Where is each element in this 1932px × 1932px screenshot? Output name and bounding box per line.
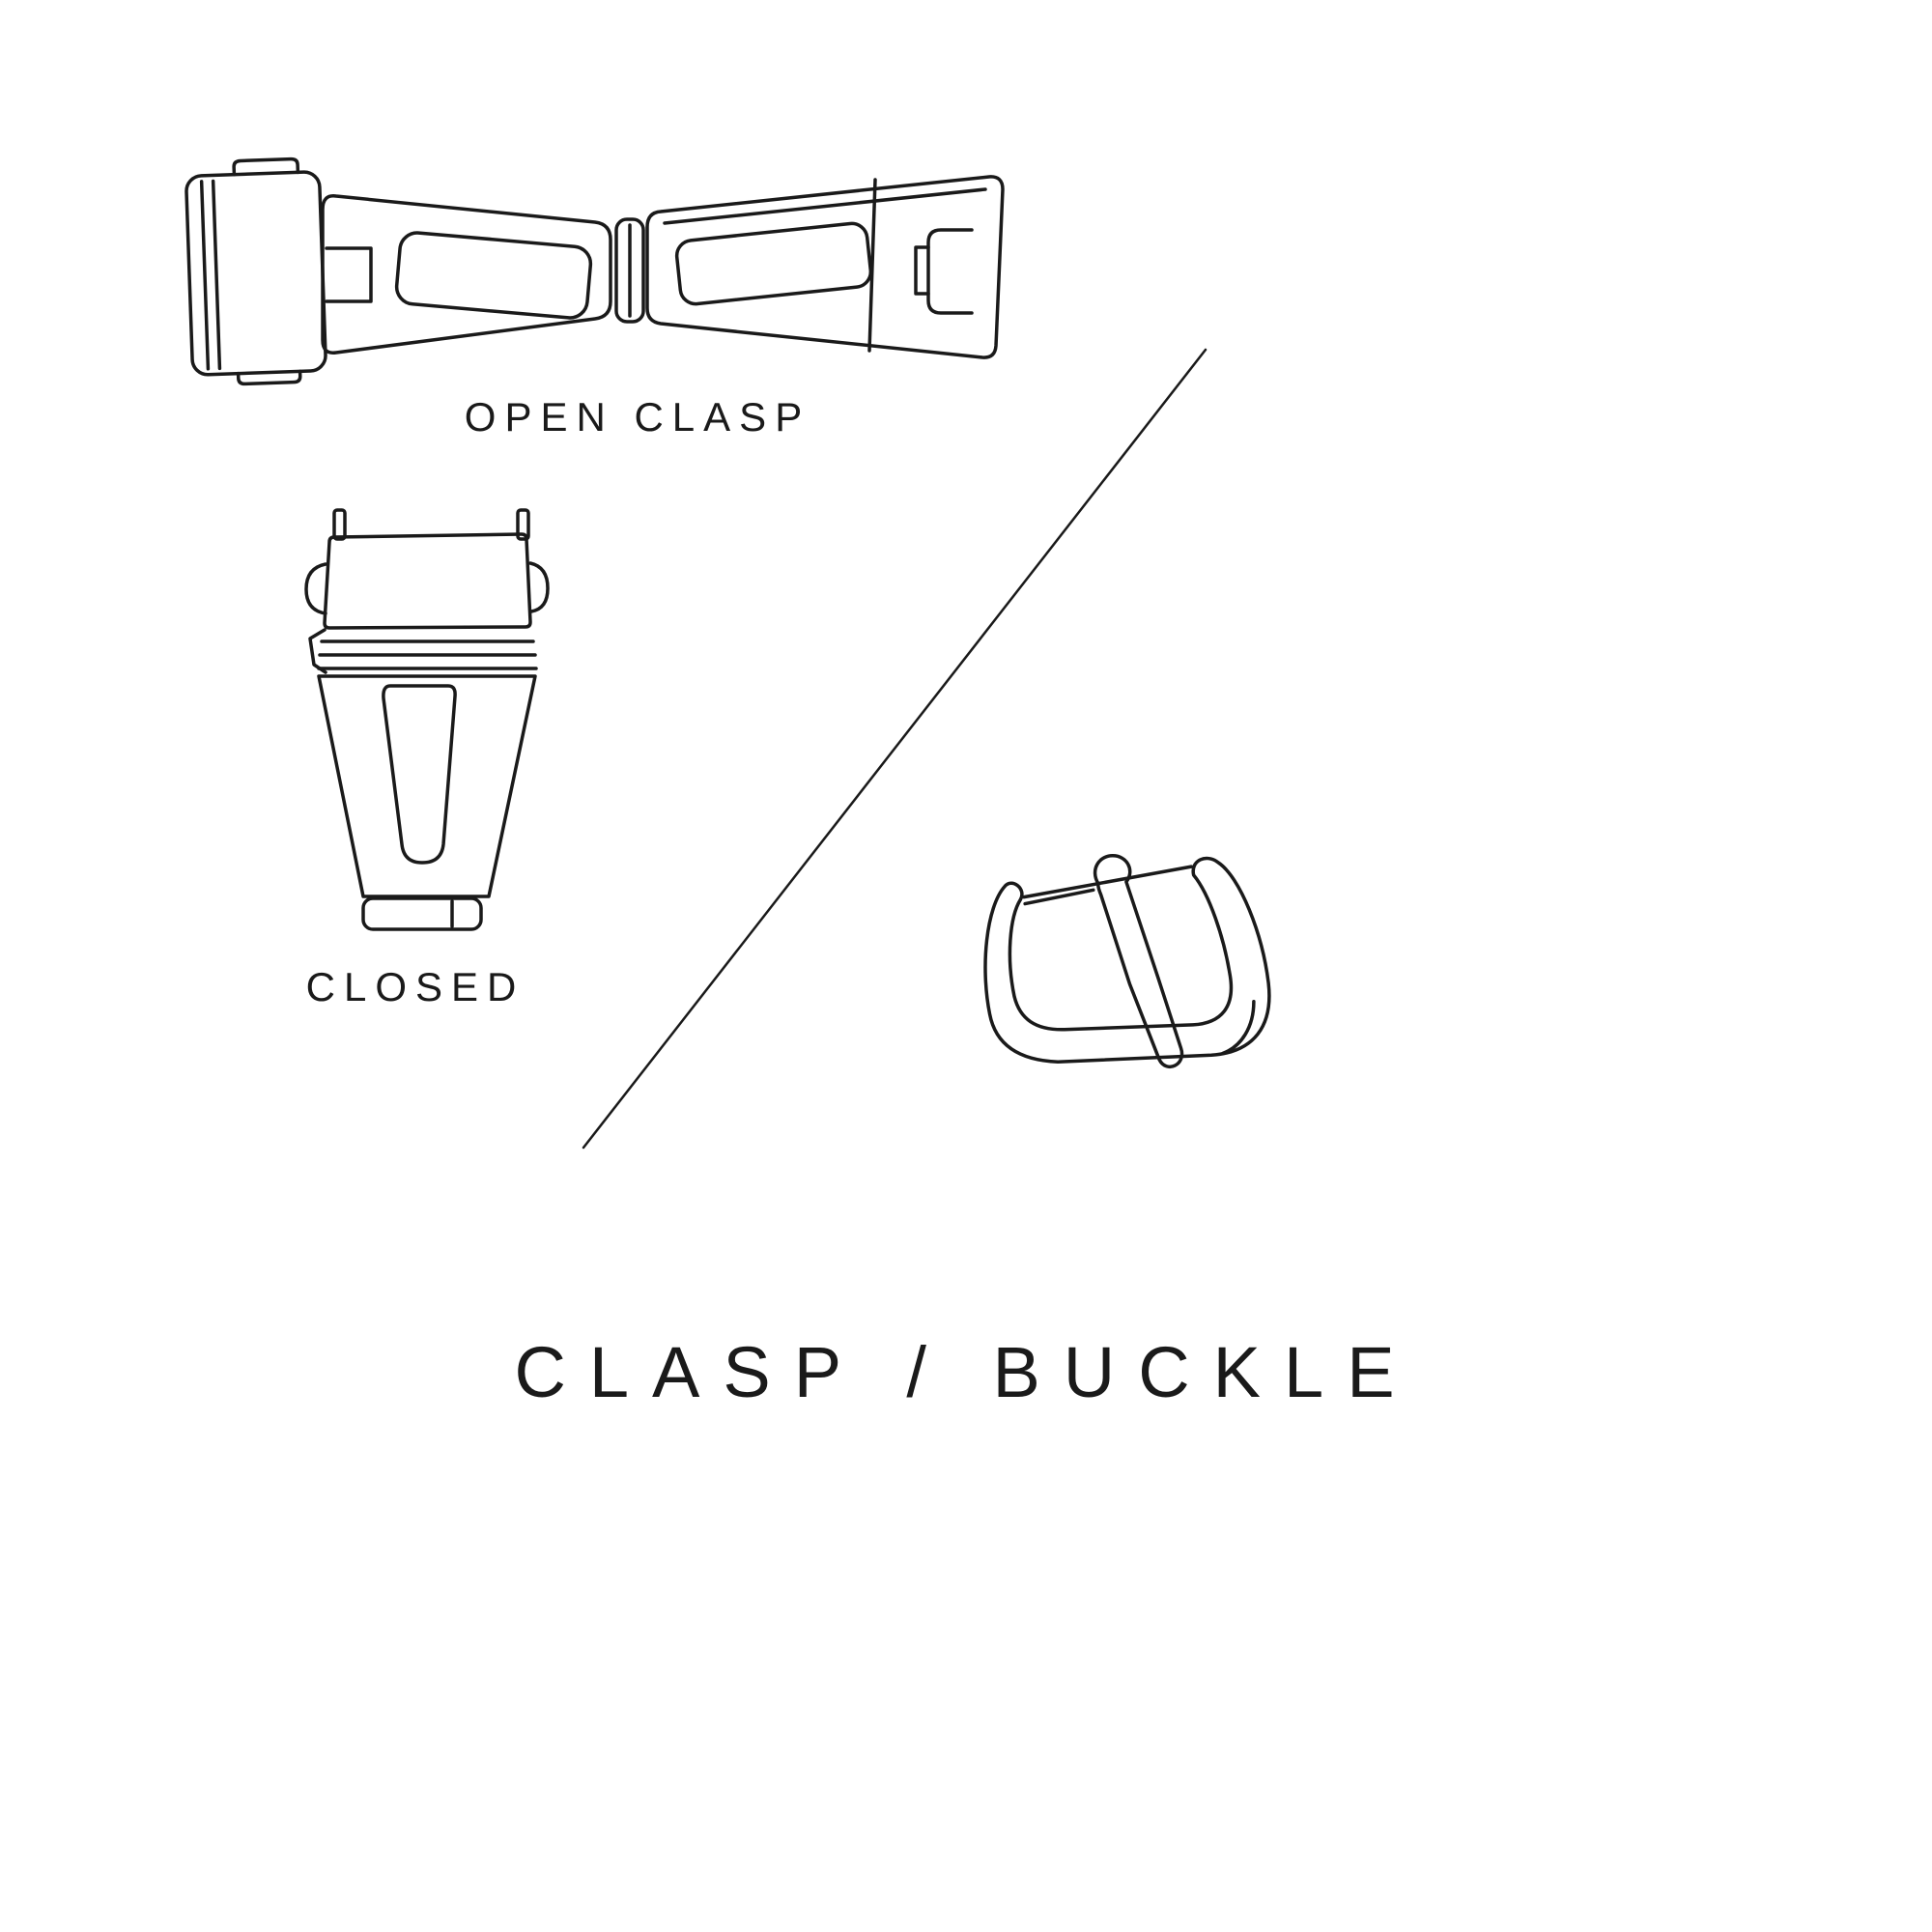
closed-clasp-label: CLOSED [305, 964, 526, 1009]
tang-buckle-illustration [983, 854, 1271, 1069]
open-clasp-label: OPEN CLASP [464, 394, 811, 440]
page-title: CLASP / BUCKLE [514, 1332, 1418, 1412]
closed-clasp-illustration [304, 508, 550, 931]
divider-line [582, 348, 1208, 1150]
open-clasp-illustration [185, 156, 1005, 386]
